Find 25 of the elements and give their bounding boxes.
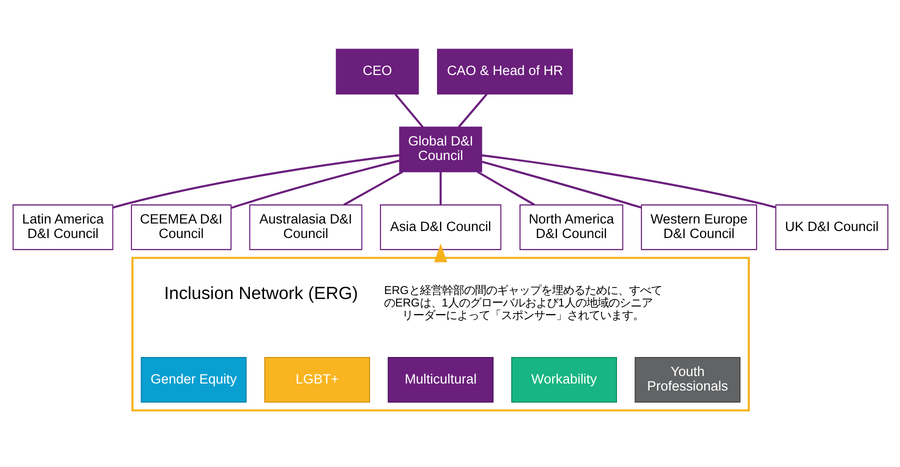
node-box: CEEMEA D&I Council <box>130 204 232 250</box>
node-box: LGBT+ <box>264 356 370 402</box>
connector <box>112 154 400 208</box>
connector <box>457 92 487 128</box>
connector <box>394 92 424 128</box>
connector <box>230 159 400 208</box>
connector <box>439 171 442 204</box>
connector <box>481 160 641 208</box>
node-box: Western Europe D&I Council <box>640 204 757 250</box>
node-box: Australasia D&I Council <box>248 204 362 250</box>
connector <box>342 170 403 206</box>
node-box: Multicultural <box>387 356 494 402</box>
node-box: UK D&I Council <box>774 204 888 250</box>
node-box: Global D&I Council <box>398 126 482 172</box>
node-box: Workability <box>510 356 617 402</box>
node-box: Youth Professionals <box>634 356 740 402</box>
node-box: Latin America D&I Council <box>12 204 113 250</box>
node-box: North America D&I Council <box>519 204 623 250</box>
node-box: Gender Equity <box>140 356 246 402</box>
connector <box>481 154 776 208</box>
node-box: CAO & Head of HR <box>436 48 572 94</box>
node-box: Asia D&I Council <box>379 204 501 250</box>
connector <box>476 170 534 206</box>
node-box: CEO <box>335 48 418 94</box>
arrow <box>434 243 447 262</box>
